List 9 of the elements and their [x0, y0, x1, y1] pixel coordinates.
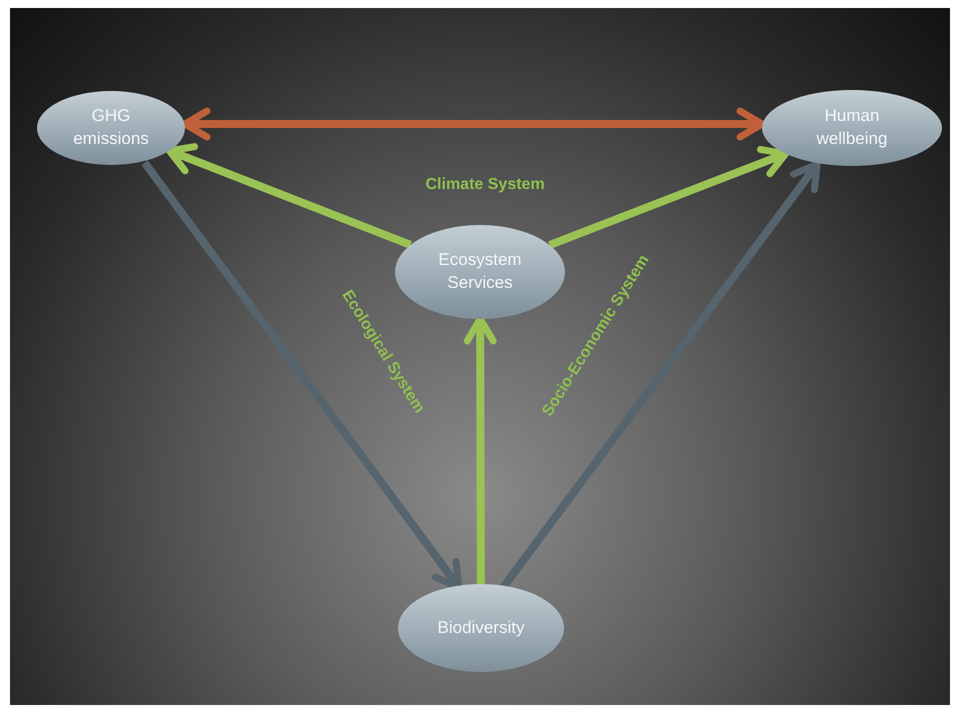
- node-label: Biodiversity: [436, 616, 526, 639]
- arrow: [166, 143, 412, 249]
- node-label: Ecosystem Services: [437, 249, 523, 294]
- arrow: [182, 108, 766, 140]
- system-label: Climate System: [426, 176, 545, 194]
- arrow: [548, 146, 790, 249]
- node-label: Human wellbeing: [816, 105, 888, 150]
- arrow: [500, 160, 821, 590]
- node-label: GHG emissions: [72, 105, 150, 150]
